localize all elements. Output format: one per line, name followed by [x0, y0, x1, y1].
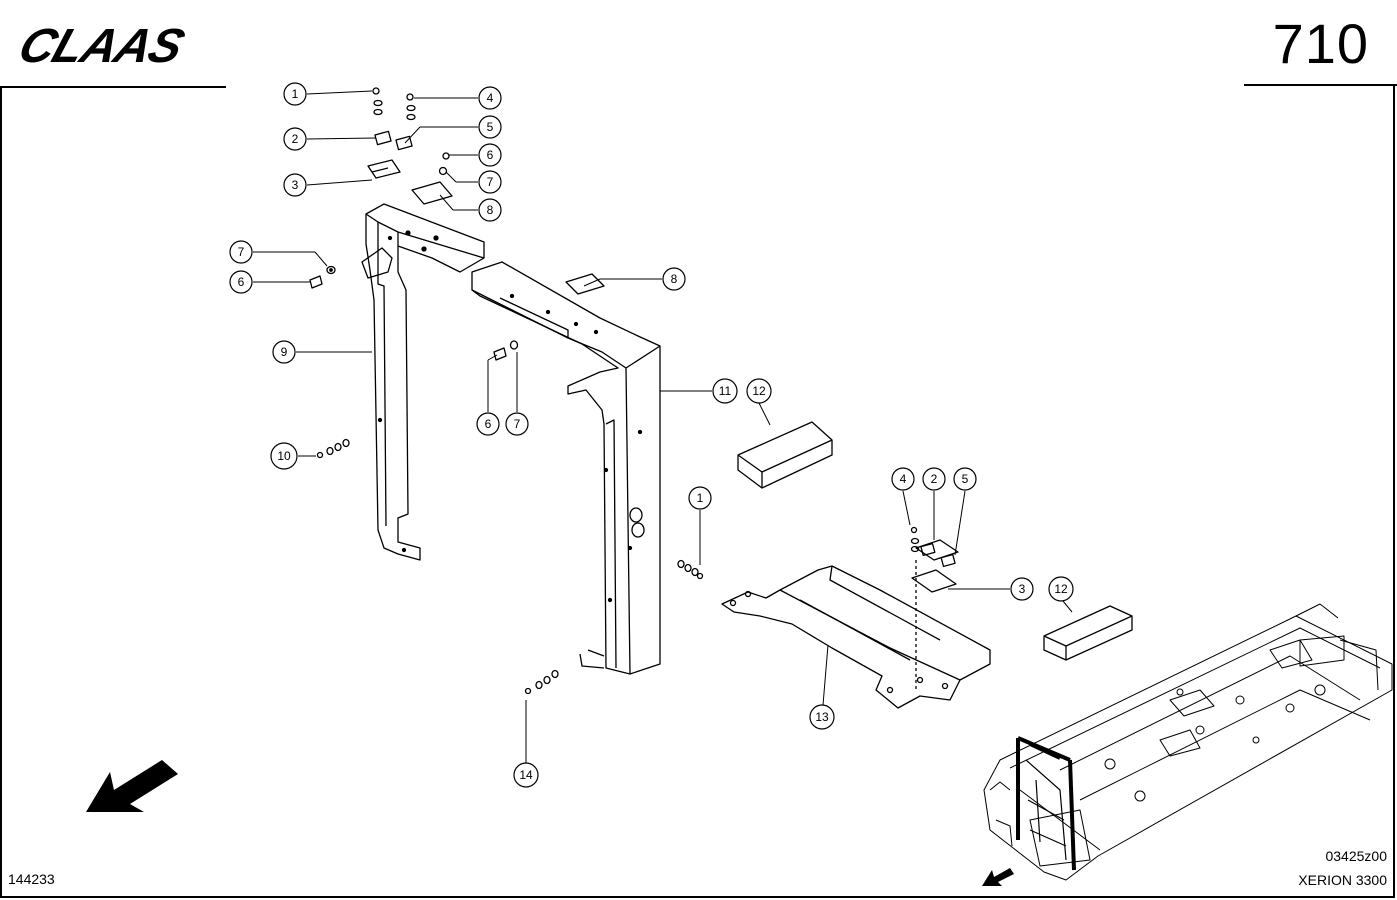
callout-4: 4	[478, 86, 502, 110]
right-frame-upright	[471, 261, 661, 675]
svg-text:14: 14	[519, 768, 533, 782]
header-rule-left	[0, 86, 226, 88]
callout-6: 6	[478, 143, 502, 167]
svg-text:8: 8	[671, 272, 678, 286]
svg-text:3: 3	[292, 178, 299, 192]
callout-7: 7	[478, 170, 502, 194]
svg-text:11: 11	[719, 384, 732, 398]
callout-5-right: 5	[953, 467, 977, 491]
callout-5: 5	[478, 115, 502, 139]
model-name: XERION 3300	[1298, 872, 1387, 888]
svg-text:9: 9	[281, 345, 288, 359]
image-code: 03425z00	[1325, 848, 1387, 864]
callout-13: 13	[809, 704, 835, 730]
foam-block-lower	[1043, 605, 1133, 661]
svg-text:7: 7	[514, 417, 521, 431]
brand-text: CLAAS	[14, 19, 191, 73]
callout-1-right: 1	[688, 486, 712, 510]
svg-text:2: 2	[292, 132, 299, 146]
foam-block-upper	[737, 421, 833, 489]
callout-14: 14	[513, 762, 539, 788]
svg-text:13: 13	[815, 710, 829, 724]
svg-text:7: 7	[238, 245, 245, 259]
bottom-bracket	[721, 526, 991, 709]
hardware-top	[367, 87, 453, 205]
radiator-frame-highlight	[1016, 736, 1076, 871]
svg-text:8: 8	[487, 203, 494, 217]
page-frame	[0, 86, 1395, 898]
callout-7-left: 7	[229, 240, 253, 264]
svg-text:12: 12	[752, 384, 766, 398]
callout-6-mid: 6	[476, 412, 500, 436]
tractor-frame-overview	[983, 603, 1393, 881]
svg-text:6: 6	[487, 148, 494, 162]
svg-text:6: 6	[238, 275, 245, 289]
document-id: 144233	[8, 871, 55, 887]
hardware-middle	[493, 340, 704, 695]
hardware-left	[309, 265, 350, 459]
claas-logo: CLAAS	[14, 19, 191, 73]
callout-10: 10	[270, 442, 298, 470]
svg-text:1: 1	[292, 87, 299, 101]
svg-text:2: 2	[931, 472, 938, 486]
svg-text:6: 6	[485, 417, 492, 431]
svg-text:5: 5	[487, 120, 494, 134]
callout-2-right: 2	[922, 467, 946, 491]
svg-text:10: 10	[277, 449, 291, 463]
callout-3-right: 3	[1010, 577, 1034, 601]
callout-12-upper: 12	[746, 378, 772, 404]
callout-markers: 1 2 3 4 5 6 7 8 7 6 8 9 10 6 7 11 12 1 4…	[229, 82, 1074, 788]
header-rule-right	[1244, 84, 1397, 86]
callout-12-lower: 12	[1048, 576, 1074, 602]
page-number: 710	[1272, 12, 1369, 75]
callout-8: 8	[478, 198, 502, 222]
svg-text:4: 4	[487, 91, 494, 105]
callout-6-left: 6	[229, 270, 253, 294]
callout-9: 9	[272, 340, 296, 364]
callout-8-right: 8	[662, 267, 686, 291]
direction-arrow-icon	[86, 760, 178, 812]
callout-1: 1	[283, 82, 307, 106]
callout-2: 2	[283, 127, 307, 151]
callout-11: 11	[712, 378, 738, 404]
svg-text:12: 12	[1054, 582, 1068, 596]
left-frame-upright	[361, 203, 485, 561]
callout-3: 3	[283, 173, 307, 197]
callout-7-mid: 7	[505, 412, 529, 436]
svg-text:4: 4	[900, 472, 907, 486]
callout-4-right: 4	[891, 467, 915, 491]
svg-text:5: 5	[962, 472, 969, 486]
svg-text:3: 3	[1019, 582, 1026, 596]
small-direction-arrow-icon	[982, 868, 1014, 886]
svg-text:7: 7	[487, 175, 494, 189]
svg-text:1: 1	[697, 491, 704, 505]
